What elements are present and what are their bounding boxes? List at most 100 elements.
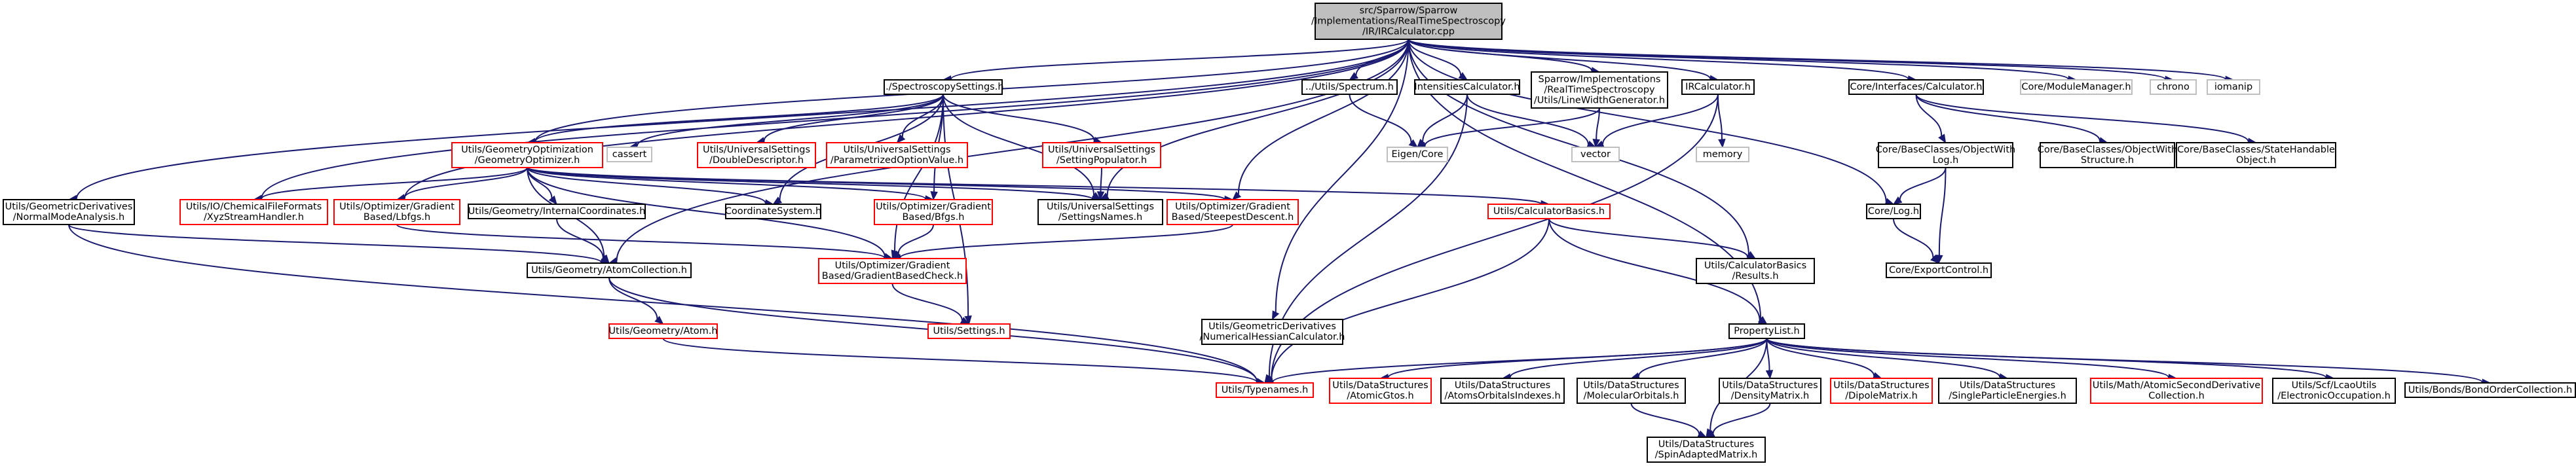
edge-gradient_based_check-to-utils_settings: [891, 283, 970, 325]
node-label-line: /SettingsNames.h: [1058, 212, 1143, 223]
edge-core_interfaces_calculator-to-object_with_log: [1915, 94, 1947, 144]
node-box: [2020, 79, 2133, 95]
edge-property_list-to-electronic_occupation: [1766, 338, 2335, 382]
node-numerical-hessian[interactable]: Utils/GeometricDerivatives/NumericalHess…: [1200, 319, 1345, 345]
node-linewidth-generator[interactable]: Sparrow/Implementations/RealTimeSpectros…: [1531, 71, 1668, 109]
node-utils-spectrum[interactable]: ../Utils/Spectrum.h: [1301, 79, 1398, 95]
node-box: [1531, 71, 1668, 109]
node-box: [2272, 378, 2396, 404]
node-dipole-matrix[interactable]: Utils/DataStructures/DipoleMatrix.h: [1830, 378, 1933, 404]
edge-normal_mode_analysis-to-typenames: [68, 224, 1266, 386]
node-intensities-calculator[interactable]: IntensitiesCalculator.h: [1414, 79, 1520, 95]
node-atomic-gtos[interactable]: Utils/DataStructures/AtomicGtos.h: [1329, 378, 1432, 404]
node-box: [1696, 258, 1815, 284]
node-atomic-second-derivative[interactable]: Utils/Math/AtomicSecondDerivativeCollect…: [2090, 378, 2263, 404]
node-spectroscopy-settings[interactable]: ../SpectroscopySettings.h: [882, 79, 1004, 95]
node-label-line: Utils/DataStructures: [1455, 380, 1550, 391]
node-double-descriptor[interactable]: Utils/UniversalSettings/DoubleDescriptor…: [697, 142, 816, 168]
node-core-log[interactable]: Core/Log.h: [1866, 204, 1921, 219]
node-box: [2207, 79, 2260, 95]
node-spin-adapted-matrix[interactable]: Utils/DataStructures/SpinAdaptedMatrix.h: [1647, 437, 1766, 463]
edge-geometry_optimizer-to-xyz_stream_handler: [253, 167, 528, 203]
node-xyz-stream-handler[interactable]: Utils/IO/ChemicalFileFormats/XyzStreamHa…: [179, 199, 328, 225]
node-box: [1866, 204, 1921, 219]
node-label-line: Core/ExportControl.h: [1889, 265, 1988, 276]
node-typenames[interactable]: Utils/Typenames.h: [1216, 382, 1314, 398]
node-label-line: Based/Lbfgs.h: [364, 212, 430, 223]
node-box: [818, 258, 967, 284]
nodes-layer: src/Sparrow/Sparrow/Implementations/Real…: [3, 3, 2576, 463]
node-box: [1037, 199, 1163, 225]
edge-root-to-intensities_calculator: [1408, 39, 1468, 81]
node-label-line: ../Utils/Spectrum.h: [1305, 82, 1394, 92]
node-setting-names[interactable]: Utils/UniversalSettings/SettingsNames.h: [1037, 199, 1163, 225]
node-gradient-based-bfgs[interactable]: Utils/Optimizer/GradientBased/Bfgs.h: [874, 199, 993, 225]
node-internal-coordinates[interactable]: Utils/Geometry/InternalCoordinates.h: [468, 204, 646, 219]
edge-root-to-gradient_based_lbfgs: [396, 39, 1409, 202]
node-label-line: Utils/Optimizer/Gradient: [1175, 202, 1290, 212]
node-chrono: chrono: [2150, 79, 2197, 95]
node-label-line: Utils/Math/AtomicSecondDerivative: [2093, 380, 2260, 391]
node-normal-mode-analysis[interactable]: Utils/GeometricDerivatives/NormalModeAna…: [3, 199, 135, 225]
node-label-line: IRCalculator.h: [1685, 82, 1751, 92]
edge-property_list-to-dipole_matrix: [1766, 338, 1882, 380]
node-ir-calculator[interactable]: IRCalculator.h: [1681, 79, 1755, 95]
node-label-line: Utils/DataStructures: [1332, 380, 1428, 391]
node-label-line: /IR/IRCalculator.cpp: [1362, 27, 1455, 37]
node-single-particle-energies[interactable]: Utils/DataStructures/SingleParticleEnerg…: [1938, 378, 2077, 404]
node-density-matrix[interactable]: Utils/DataStructures/DensityMatrix.h: [1719, 378, 1821, 404]
edge-gradient_based_lbfgs-to-gradient_based_check: [396, 224, 893, 262]
node-geometry-optimizer[interactable]: Utils/GeometryOptimization/GeometryOptim…: [451, 142, 603, 168]
node-box: [1487, 204, 1611, 219]
node-bond-order-collection[interactable]: Utils/Bonds/BondOrderCollection.h: [2404, 382, 2576, 398]
node-atoms-orbitals-indexes[interactable]: Utils/DataStructures/AtomsOrbitalsIndexe…: [1440, 378, 1565, 404]
node-utils-settings[interactable]: Utils/Settings.h: [927, 323, 1011, 339]
node-core-export-control[interactable]: Core/ExportControl.h: [1886, 262, 1992, 278]
node-label-line: /SingleParticleEnergies.h: [1949, 391, 2066, 401]
node-label-line: /DensityMatrix.h: [1731, 391, 1809, 401]
node-electronic-occupation[interactable]: Utils/Scf/LcaoUtils/ElectronicOccupation…: [2272, 378, 2396, 404]
node-steepest-descent[interactable]: Utils/Optimizer/GradientBased/SteepestDe…: [1167, 199, 1299, 225]
node-box: [1696, 147, 1749, 162]
node-label-line: Core/ModuleManager.h: [2021, 82, 2131, 92]
node-parametrized-option-value[interactable]: Utils/UniversalSettings/ParametrizedOpti…: [826, 142, 968, 168]
node-box: [1681, 79, 1755, 95]
node-core-interfaces-calculator[interactable]: Core/Interfaces/Calculator.h: [1848, 79, 1984, 95]
edges-layer: [67, 39, 2492, 439]
node-coordinate-system[interactable]: CoordinateSystem.h: [725, 204, 821, 219]
node-calculator-basics-results[interactable]: Utils/CalculatorBasics/Results.h: [1696, 258, 1815, 284]
node-box: [1577, 378, 1686, 404]
node-molecular-orbitals[interactable]: Utils/DataStructures/MolecularOrbitals.h: [1577, 378, 1686, 404]
node-box: [2404, 382, 2576, 398]
node-setting-populator[interactable]: Utils/UniversalSettings/SettingPopulator…: [1042, 142, 1161, 168]
node-label-line: Core/BaseClasses/ObjectWith: [2038, 145, 2177, 155]
edge-normal_mode_analysis-to-atom_collection: [68, 224, 610, 266]
node-label-line: /ParametrizedOptionValue.h: [831, 155, 963, 166]
node-box: [179, 199, 328, 225]
node-property-list[interactable]: PropertyList.h: [1728, 323, 1805, 339]
node-atom-collection[interactable]: Utils/Geometry/AtomCollection.h: [527, 262, 692, 278]
edge-object_with_log-to-core_log: [1892, 167, 1947, 205]
node-eigen-core: Eigen/Core: [1387, 147, 1448, 162]
node-geometry-atom[interactable]: Utils/Geometry/Atom.h: [608, 323, 718, 339]
node-gradient-based-lbfgs[interactable]: Utils/Optimizer/GradientBased/Lbfgs.h: [333, 199, 460, 225]
node-label-line: /XyzStreamHandler.h: [204, 212, 304, 223]
node-calculator-basics[interactable]: Utils/CalculatorBasics.h: [1487, 204, 1611, 219]
node-box: [826, 142, 968, 168]
node-box: [1201, 319, 1343, 345]
node-root: src/Sparrow/Sparrow/Implementations/Real…: [1311, 3, 1506, 40]
node-gradient-based-check[interactable]: Utils/Optimizer/GradientBased/GradientBa…: [818, 258, 967, 284]
edge-steepest_descent-to-gradient_based_check: [891, 224, 1233, 262]
node-label-line: /AtomicGtos.h: [1347, 391, 1413, 401]
node-box: [2090, 378, 2263, 404]
edge-core_log-to-core_export_control: [1893, 218, 1939, 264]
node-label-line: Utils/GeometricDerivatives: [5, 202, 133, 212]
edge-utils_spectrum-to-eigen_core: [1349, 94, 1419, 148]
edge-root-to-linewidth_generator: [1408, 39, 1601, 75]
node-label-line: /NormalModeAnalysis.h: [13, 212, 124, 223]
node-label-line: cassert: [612, 149, 647, 160]
